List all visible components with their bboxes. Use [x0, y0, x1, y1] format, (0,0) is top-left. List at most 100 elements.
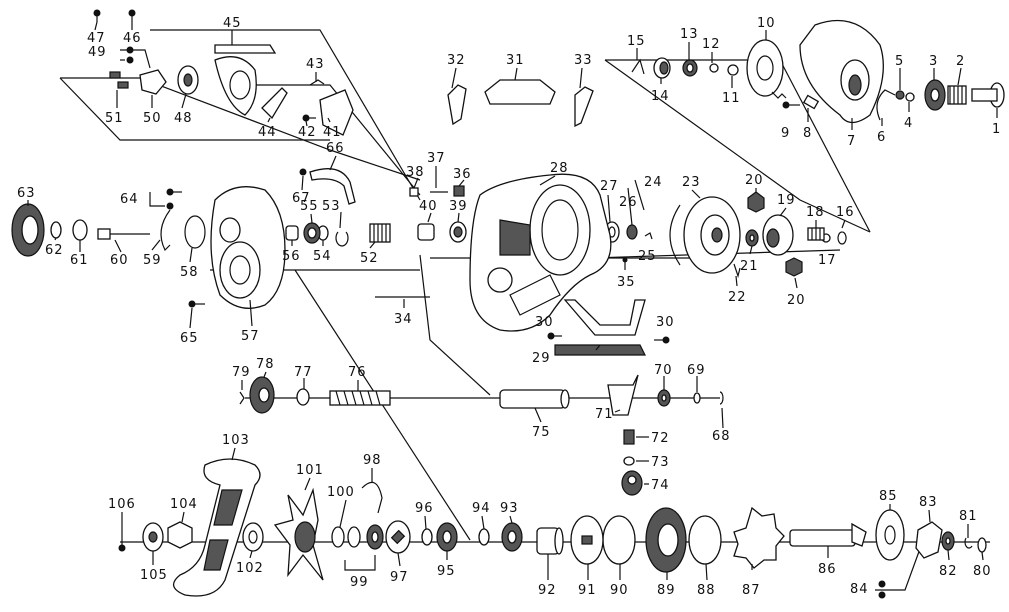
callout-65: 65: [180, 331, 199, 346]
part-39: [449, 221, 467, 243]
part-90: [602, 515, 636, 565]
callout-102: 102: [236, 561, 264, 576]
callout-50: 50: [143, 111, 162, 126]
callout-64: 64: [120, 192, 139, 207]
part-46: [128, 9, 136, 22]
part-62: [50, 221, 62, 239]
callout-71: 71: [595, 407, 614, 422]
part-78: [249, 376, 275, 414]
callout-3: 3: [929, 54, 938, 69]
callout-19: 19: [777, 193, 796, 208]
callout-42: 42: [298, 125, 317, 140]
callout-58: 58: [180, 265, 199, 280]
callout-30b: 30: [656, 315, 675, 330]
callout-80: 80: [973, 564, 992, 579]
part-51: [109, 71, 129, 89]
callout-98: 98: [363, 453, 382, 468]
part-85: [875, 509, 905, 561]
part-50: [139, 69, 167, 95]
part-41: [319, 89, 354, 136]
callout-35: 35: [617, 275, 636, 290]
callout-24: 24: [644, 175, 663, 190]
callout-26: 26: [619, 195, 638, 210]
part-83: [915, 521, 943, 559]
part-28: [469, 173, 612, 332]
callout-82: 82: [939, 564, 958, 579]
part-93: [501, 522, 523, 552]
callout-101: 101: [296, 463, 324, 478]
part-76: [329, 390, 391, 406]
part-74: [621, 470, 643, 496]
callout-32: 32: [447, 53, 466, 68]
part-106: [118, 544, 126, 552]
callout-87: 87: [742, 583, 761, 598]
part-79: [239, 391, 245, 405]
callout-5: 5: [895, 54, 904, 69]
callout-89: 89: [657, 583, 676, 598]
part-100: [331, 526, 345, 548]
callouts: 1 2 3 4 5 6 7 8 9 10 11 12 13 14 15 16 1…: [17, 16, 1001, 598]
callout-78: 78: [256, 357, 275, 372]
callout-18: 18: [806, 205, 825, 220]
callout-53: 53: [322, 199, 341, 214]
part-42: [302, 114, 316, 122]
part-18: [807, 227, 825, 241]
callout-12: 12: [702, 37, 721, 52]
callout-105: 105: [140, 568, 168, 583]
part-65: [188, 300, 205, 308]
callout-85: 85: [879, 489, 898, 504]
callout-28: 28: [550, 161, 569, 176]
part-68: [719, 391, 724, 405]
part-30-left: [547, 332, 562, 340]
part-25: [644, 232, 653, 240]
callout-15: 15: [627, 34, 646, 49]
callout-51: 51: [105, 111, 124, 126]
part-101: [273, 487, 324, 581]
part-43: [309, 79, 325, 86]
callout-62: 62: [45, 243, 64, 258]
part-40: [417, 223, 435, 241]
callout-92: 92: [538, 583, 557, 598]
callout-81: 81: [959, 509, 978, 524]
callout-44: 44: [258, 125, 277, 140]
part-3: [924, 79, 946, 111]
part-86: [789, 522, 867, 547]
callout-14: 14: [651, 89, 670, 104]
callout-94: 94: [472, 501, 491, 516]
part-14: [653, 57, 671, 79]
part-105: [142, 522, 164, 552]
callout-20b: 20: [787, 293, 806, 308]
part-36: [453, 185, 465, 197]
callout-73: 73: [651, 455, 670, 470]
part-97: [385, 520, 411, 554]
callout-27: 27: [600, 179, 619, 194]
callout-45: 45: [223, 16, 242, 31]
callout-54: 54: [313, 249, 332, 264]
callout-52: 52: [360, 251, 379, 266]
callout-93: 93: [500, 501, 519, 516]
part-59: [160, 209, 171, 252]
callout-1: 1: [992, 122, 1001, 137]
part-91: [570, 515, 604, 565]
callout-104: 104: [170, 497, 198, 512]
part-12: [709, 63, 719, 73]
callout-90: 90: [610, 583, 629, 598]
part-52: [369, 223, 391, 243]
callout-29: 29: [532, 351, 551, 366]
callout-6: 6: [877, 130, 886, 145]
callout-46: 46: [123, 31, 142, 46]
callout-34: 34: [394, 312, 413, 327]
callout-7: 7: [847, 134, 856, 149]
callout-68: 68: [712, 429, 731, 444]
part-84: [878, 580, 886, 599]
callout-4: 4: [904, 116, 913, 131]
callout-91: 91: [578, 583, 597, 598]
part-49: [126, 46, 134, 64]
callout-17: 17: [818, 253, 837, 268]
part-80: [977, 537, 987, 553]
callout-leaders: [27, 21, 998, 581]
callout-55: 55: [300, 199, 319, 214]
callout-88: 88: [697, 583, 716, 598]
part-20-upper: [747, 191, 765, 213]
part-15: [631, 58, 645, 75]
